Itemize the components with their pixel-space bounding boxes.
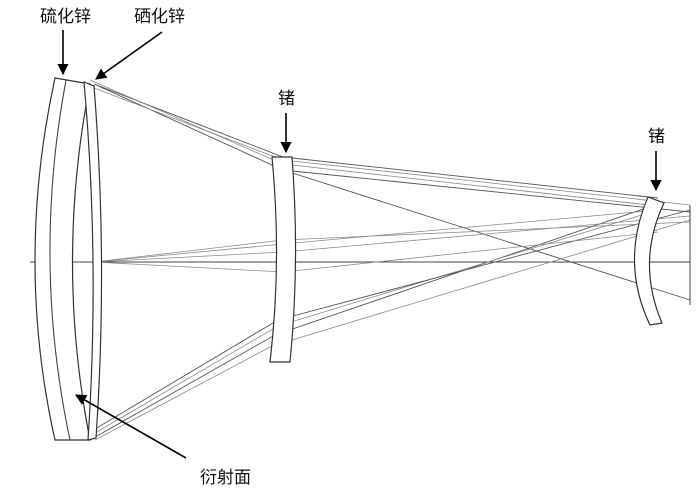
label-diffractive: 衍射面 [200, 468, 251, 488]
ray-bundle-top [89, 79, 691, 301]
ray-bundle-bottom [89, 204, 691, 441]
zns-lens [34, 77, 91, 441]
label-zns: 硫化锌 [40, 7, 91, 27]
arrow-znse [95, 31, 163, 80]
arrow-diffractive [75, 394, 187, 459]
ray-bundle-axial [93, 209, 691, 273]
label-znse: 硒化锌 [134, 7, 185, 27]
diffractive-surface [49, 79, 71, 441]
label-ge-2: 锗 [648, 127, 665, 147]
ge-lens-1 [269, 156, 297, 363]
label-ge-1: 锗 [278, 89, 295, 109]
ge-lens-2 [633, 196, 665, 326]
znse-lens [83, 81, 103, 441]
